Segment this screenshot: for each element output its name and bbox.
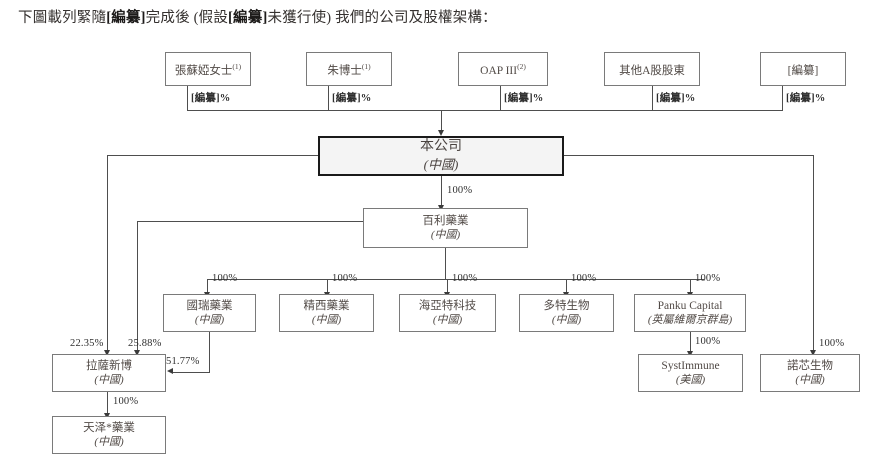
connector-baili-left-drop [137, 221, 138, 352]
pct-baili-to-jingxi: 100% [332, 273, 358, 284]
arrow-company-to-lasa [104, 350, 110, 356]
connector-panku-to-systimmune [690, 332, 691, 353]
shareholder-name-4: [編纂] [787, 64, 819, 77]
entity-name-nuoxin: 諾芯生物 [787, 360, 833, 372]
entity-place-systimmune: (美國) [675, 374, 706, 386]
entity-box-tianze: 天泽*藥業 (中國) [52, 416, 166, 454]
connector-shareholder-2-stem [500, 86, 501, 110]
entity-name-guorui: 國瑞藥業 [186, 300, 233, 312]
entity-box-bailiyaoye: 百利藥業 (中國) [363, 208, 528, 248]
pct-company-to-lasa: 22.35% [70, 338, 104, 349]
shareholder-box-1: 朱博士(1) [306, 52, 392, 86]
connector-baili-left-run [137, 221, 363, 222]
shareholder-box-2: OAP III(2) [458, 52, 548, 86]
connector-shareholder-bus [187, 110, 783, 111]
connector-lasa-to-tianze [107, 392, 108, 415]
connector-baili-stem [445, 248, 446, 279]
entity-place-jingxi: (中國) [311, 314, 342, 326]
pct-lasa-to-tianze: 100% [113, 396, 139, 407]
shareholder-name-0: 張蘇婭女士(1) [174, 62, 242, 77]
pct-shareholder-0: [編纂]% [191, 93, 231, 104]
connector-shareholder-0-stem [187, 86, 188, 110]
entity-box-haiyate: 海亞特科技 (中國) [399, 294, 496, 332]
connector-shareholder-3-stem [652, 86, 653, 110]
entity-place-lasaxinbo: (中國) [94, 374, 124, 386]
shareholder-name-3: 其他A股股東 [619, 64, 685, 77]
connector-company-right-drop [813, 155, 814, 352]
connector-company-right-run [564, 155, 813, 156]
connector-baili-to-guorui [207, 279, 208, 294]
connector-guorui-run-to-lasa [172, 372, 210, 373]
entity-name-systimmune: SystImmune [661, 360, 720, 372]
arrow-guorui-to-lasa [167, 368, 173, 374]
entity-box-nuoxin: 諾芯生物 (中國) [760, 354, 860, 392]
entity-box-jingxi: 精西藥業 (中國) [279, 294, 374, 332]
pct-company-to-baili: 100% [447, 185, 473, 196]
pct-baili-to-guorui: 100% [212, 273, 238, 284]
caption-redacted-2: [編纂] [228, 10, 268, 26]
pct-shareholder-2: [編纂]% [504, 93, 544, 104]
pct-shareholder-4: [編纂]% [786, 93, 826, 104]
entity-place-tianze: (中國) [94, 436, 124, 448]
shareholder-note-0: (1) [232, 62, 242, 72]
pct-baili-to-haiyate: 100% [452, 273, 478, 284]
caption-prefix: 下圖載列緊隨 [18, 10, 107, 26]
arrow-baili-to-lasa [134, 350, 140, 356]
pct-baili-to-lasa: 25.88% [128, 338, 162, 349]
entity-box-duote: 多特生物 (中國) [519, 294, 614, 332]
entity-name-bailiyaoye: 百利藥業 [422, 215, 469, 227]
entity-place-duote: (中國) [551, 314, 582, 326]
pct-baili-to-duote: 100% [571, 273, 597, 284]
entity-place-company: (中國) [423, 157, 459, 172]
connector-shareholder-1-stem [328, 86, 329, 110]
connector-baili-to-haiyate [447, 279, 448, 294]
shareholder-note-2: (2) [517, 62, 526, 72]
connector-bus-to-company [441, 110, 442, 133]
entity-name-duote: 多特生物 [543, 300, 590, 312]
shareholder-name-2: OAP III(2) [480, 62, 526, 77]
connector-baili-to-duote [566, 279, 567, 294]
entity-name-lasaxinbo: 拉薩新博 [86, 360, 132, 372]
connector-shareholder-4-stem [782, 86, 783, 110]
arrow-company-to-nuoxin [810, 350, 816, 356]
entity-box-panku: Panku Capital (英屬維爾京群島) [634, 294, 746, 332]
entity-place-bailiyaoye: (中國) [430, 229, 461, 241]
entity-box-company: 本公司 (中國) [318, 136, 564, 176]
shareholder-name-1: 朱博士(1) [327, 62, 371, 77]
page-caption: 下圖載列緊隨[編纂]完成後 (假設[編纂]未獲行使) 我們的公司及股權架構： [18, 8, 858, 28]
entity-place-guorui: (中國) [194, 314, 225, 326]
connector-company-left-drop [107, 155, 108, 352]
entity-name-company: 本公司 [420, 139, 462, 154]
pct-company-to-nuoxin: 100% [819, 338, 845, 349]
arrow-bus-to-company [438, 130, 444, 136]
pct-shareholder-3: [編纂]% [656, 93, 696, 104]
caption-middle: 完成後 (假設 [145, 10, 229, 26]
pct-guorui-to-lasa: 51.77% [166, 356, 200, 367]
entity-place-nuoxin: (中國) [795, 374, 825, 386]
entity-place-panku: (英屬維爾京群島) [647, 314, 733, 326]
caption-redacted-1: [編纂] [106, 10, 146, 26]
connector-company-to-baili [441, 176, 442, 207]
entity-name-panku: Panku Capital [657, 300, 723, 312]
entity-box-systimmune: SystImmune (美國) [638, 354, 743, 392]
connector-baili-sub-bus [207, 279, 704, 280]
entity-place-haiyate: (中國) [432, 314, 463, 326]
shareholder-note-1: (1) [361, 62, 371, 72]
entity-name-tianze: 天泽*藥業 [83, 422, 135, 434]
entity-name-haiyate: 海亞特科技 [418, 300, 477, 312]
connector-company-left-run [107, 155, 318, 156]
connector-baili-to-jingxi [327, 279, 328, 294]
entity-box-lasaxinbo: 拉薩新博 (中國) [52, 354, 166, 392]
connector-baili-to-panku [690, 279, 691, 294]
shareholder-box-0: 張蘇婭女士(1) [165, 52, 251, 86]
pct-shareholder-1: [編纂]% [332, 93, 372, 104]
entity-name-jingxi: 精西藥業 [303, 300, 350, 312]
pct-panku-to-systimmune: 100% [695, 336, 721, 347]
shareholder-box-4: [編纂] [760, 52, 846, 86]
connector-guorui-drop [209, 332, 210, 372]
caption-suffix: 未獲行使) 我們的公司及股權架構： [267, 10, 497, 26]
pct-baili-to-panku: 100% [695, 273, 721, 284]
shareholder-box-3: 其他A股股東 [604, 52, 700, 86]
entity-box-guorui: 國瑞藥業 (中國) [163, 294, 256, 332]
